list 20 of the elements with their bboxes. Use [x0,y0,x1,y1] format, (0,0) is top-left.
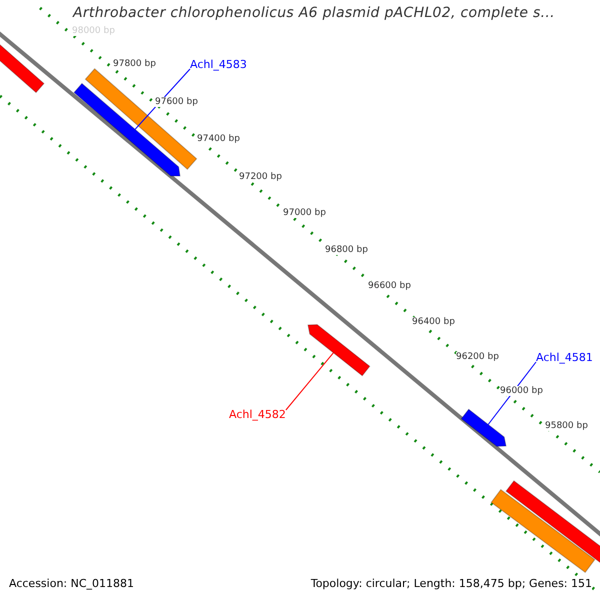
gene-arrow [73,82,181,176]
gene-bar [505,480,600,564]
gene-bar [490,488,596,574]
scale-label: 96400 bp [412,317,455,327]
gene-arrow [307,324,370,376]
scale-label: 97200 bp [239,172,282,182]
gene-arrow [460,408,507,447]
gene-label: Achl_4583 [190,58,247,71]
scale-label: 96800 bp [325,245,368,255]
gene-label: Achl_4582 [229,408,286,421]
scale-label: 97000 bp [283,208,326,218]
footer-text: Topology: circular; Length: 158,475 bp; Genes: 151 [310,577,592,590]
map-title: Arthrobacter chlorophenolicus A6 plasmid pACHL02, complete s... [73,5,555,21]
gene-label: Achl_4581 [536,351,593,364]
scale-label: 95800 bp [545,421,588,431]
scale-label: 97400 bp [197,134,240,144]
scale-label: 97600 bp [155,97,198,107]
footer-text: Accession: NC_011881 [9,577,134,590]
scale-label: 96200 bp [456,352,499,362]
leader-line [285,352,334,410]
